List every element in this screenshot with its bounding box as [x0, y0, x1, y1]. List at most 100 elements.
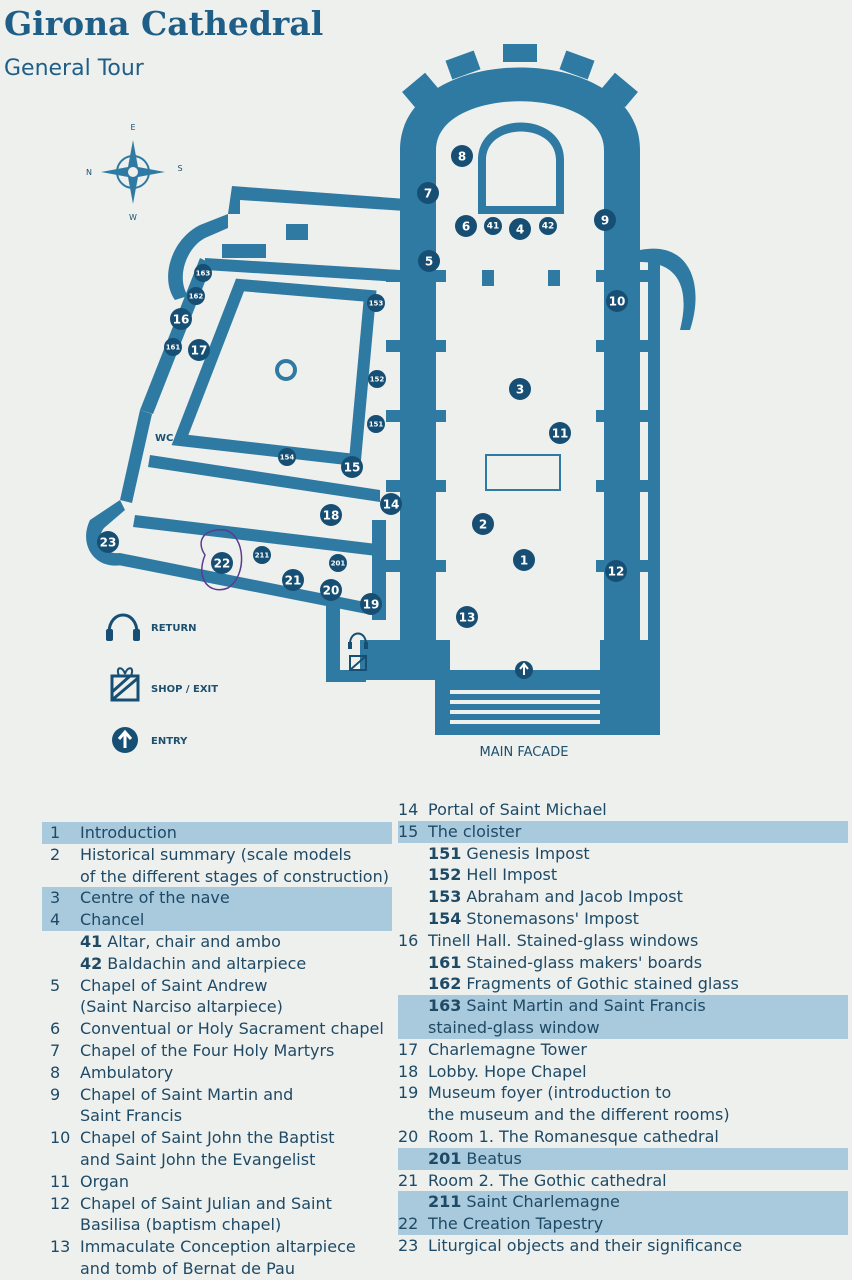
stop-marker-8[interactable]: 8 [451, 145, 473, 167]
stop-marker-number: 16 [173, 313, 190, 327]
stop-marker-15[interactable]: 15 [341, 456, 363, 478]
tour-stop-number: 6 [50, 1019, 61, 1039]
stop-marker-number: 201 [331, 560, 346, 568]
stop-marker-12[interactable]: 12 [605, 560, 627, 582]
tour-stop-text: Basilisa (baptism chapel) [80, 1215, 282, 1235]
stop-marker-number: 151 [369, 421, 384, 429]
stop-marker-10[interactable]: 10 [606, 290, 628, 312]
stop-marker-154[interactable]: 154 [278, 448, 296, 466]
tour-stop-number [398, 864, 428, 886]
stop-marker-number: 2 [479, 518, 487, 532]
tour-stop-number: 20 [398, 1126, 419, 1146]
tour-substop-number: 151 [428, 843, 462, 863]
stop-marker-1[interactable]: 1 [513, 549, 535, 571]
tour-stop-text: Saint Charlemagne [466, 1192, 620, 1212]
cloister-fountain [275, 359, 297, 381]
stop-marker-circle [170, 308, 192, 330]
stop-marker-19[interactable]: 19 [360, 593, 382, 615]
stop-marker-number: 18 [323, 509, 340, 523]
stop-marker-circle [341, 456, 363, 478]
stop-marker-18[interactable]: 18 [320, 504, 342, 526]
tour-stop-text: Historical summary (scale models [80, 844, 352, 864]
gift-icon [349, 655, 367, 671]
stop-marker-162[interactable]: 162 [187, 287, 205, 305]
stop-marker-number: 152 [370, 376, 385, 384]
legend-return-label: RETURN [151, 623, 197, 634]
stop-marker-circle [368, 370, 386, 388]
stop-marker-5[interactable]: 5 [418, 250, 440, 272]
stop-marker-6[interactable]: 6 [455, 215, 477, 237]
tour-stop-number: 18 [398, 1061, 419, 1081]
stop-marker-circle [282, 569, 304, 591]
stop-marker-2[interactable]: 2 [472, 513, 494, 535]
cathedral-floor-plan: E N S W [86, 44, 696, 760]
tour-stop-row: Saint Francis [42, 1105, 392, 1127]
stop-marker-number: 14 [383, 498, 400, 512]
stop-marker-circle [211, 552, 233, 574]
tour-stop-text: The Creation Tapestry [428, 1214, 604, 1234]
stop-marker-number: 23 [100, 536, 117, 550]
tour-stop-row: Basilisa (baptism chapel) [42, 1214, 392, 1236]
tour-stop-text: Hell Impost [466, 865, 558, 885]
tour-substop-number: 201 [428, 1148, 462, 1168]
stop-marker-41[interactable]: 41 [484, 217, 502, 235]
tour-stop-text: stained-glass window [428, 1017, 600, 1037]
stop-marker-23[interactable]: 23 [97, 531, 119, 553]
tour-stop-number: 21 [398, 1170, 419, 1190]
tour-stop-number [398, 1148, 428, 1170]
stop-marker-211[interactable]: 211 [253, 546, 271, 564]
tour-stop-number: 8 [50, 1062, 61, 1082]
tour-stop-text: Genesis Impost [466, 843, 590, 863]
stop-marker-number: 15 [344, 461, 361, 475]
stop-marker-9[interactable]: 9 [594, 209, 616, 231]
stop-marker-3[interactable]: 3 [509, 378, 531, 400]
stop-marker-14[interactable]: 14 [380, 493, 402, 515]
stop-marker-16[interactable]: 16 [170, 308, 192, 330]
stop-marker-7[interactable]: 7 [417, 182, 439, 204]
stop-marker-152[interactable]: 152 [368, 370, 386, 388]
stop-marker-20[interactable]: 20 [320, 579, 342, 601]
stop-marker-17[interactable]: 17 [188, 339, 210, 361]
stop-marker-circle [549, 422, 571, 444]
stop-marker-151[interactable]: 151 [367, 415, 385, 433]
stop-marker-21[interactable]: 21 [282, 569, 304, 591]
stop-marker-circle [329, 554, 347, 572]
compass-w: W [129, 213, 137, 222]
tour-stop-row: stained-glass window [398, 1016, 848, 1039]
tour-stop-number: 3 [50, 888, 61, 908]
stop-marker-13[interactable]: 13 [456, 606, 478, 628]
wc-label: WC [155, 433, 173, 444]
stop-marker-22[interactable]: 22 [211, 552, 233, 574]
tour-stop-number [398, 886, 428, 908]
stop-marker-circle [456, 606, 478, 628]
map-title: Girona Cathedral [4, 4, 324, 43]
tour-stop-text: the museum and the different rooms) [428, 1105, 730, 1125]
stop-marker-201[interactable]: 201 [329, 554, 347, 572]
tour-stop-text: and tomb of Bernat de Pau [80, 1258, 295, 1278]
stop-marker-number: 10 [609, 295, 626, 309]
stop-marker-153[interactable]: 153 [367, 294, 385, 312]
stop-marker-11[interactable]: 11 [549, 422, 571, 444]
stop-marker-42[interactable]: 42 [539, 217, 557, 235]
shop-gift-icon [110, 667, 140, 702]
stop-marker-4[interactable]: 4 [509, 218, 531, 240]
stop-marker-number: 1 [520, 554, 528, 568]
stop-marker-circle [594, 209, 616, 231]
stop-marker-161[interactable]: 161 [164, 338, 182, 356]
stop-marker-163[interactable]: 163 [194, 264, 212, 282]
tour-stop-text: Saint Martin and Saint Francis [466, 996, 706, 1016]
compass-rose-icon: E N S W [86, 123, 183, 222]
tour-stop-text: of the different stages of construction) [80, 866, 389, 886]
tour-substop-number: 211 [428, 1192, 462, 1212]
stop-marker-circle [320, 579, 342, 601]
